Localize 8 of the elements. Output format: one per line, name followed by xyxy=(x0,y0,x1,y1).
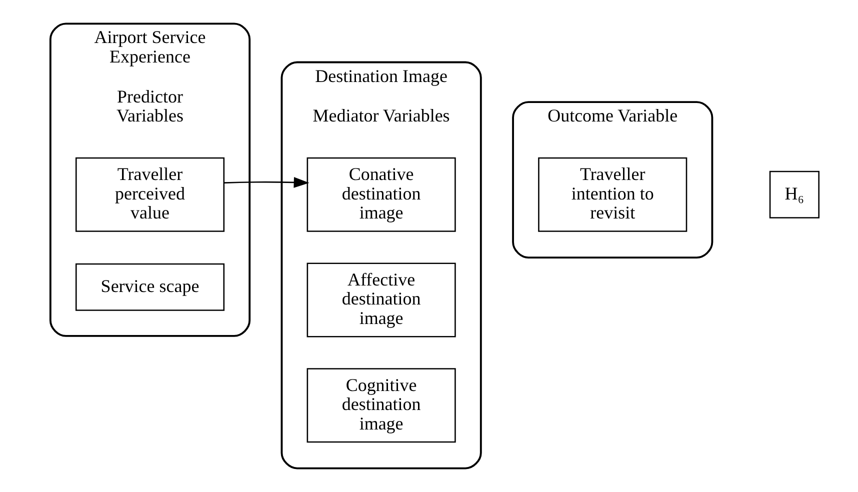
node-box: Cognitive destination image xyxy=(306,368,456,443)
node-box: Traveller perceived value xyxy=(74,157,224,232)
node-box: Traveller intention to revisit xyxy=(538,157,687,232)
node-box: Affective destination image xyxy=(306,262,456,338)
node-box: Conative destination image xyxy=(306,157,456,232)
node-box: H₆ xyxy=(768,170,819,218)
node-box: Service scape xyxy=(74,263,224,311)
arrow xyxy=(224,177,309,188)
